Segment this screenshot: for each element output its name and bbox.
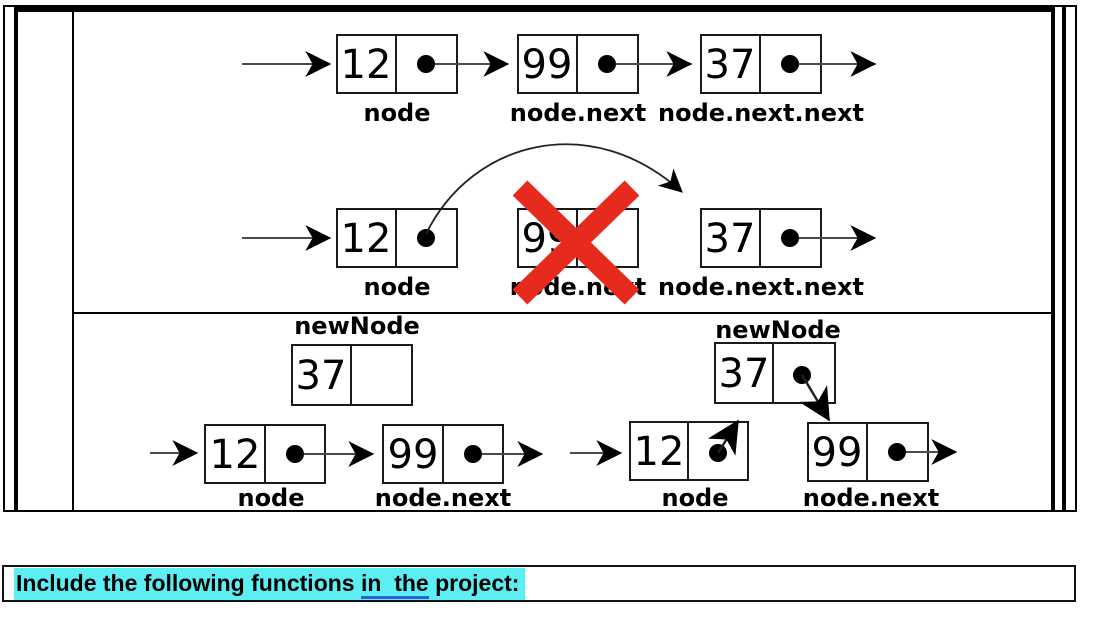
node-label: node <box>237 484 304 510</box>
diagram-delete-before: 12 99 37 node node.next node.next.next <box>242 34 877 127</box>
diagram-insert-before: newNode 37 12 99 node node.next <box>150 312 544 510</box>
node-value: 12 <box>210 432 261 478</box>
pointer-dot <box>286 445 304 463</box>
pointer-dot <box>417 55 435 73</box>
node-value: 12 <box>634 429 685 475</box>
left-margin-strip <box>3 5 16 512</box>
diagram-delete-after: 12 99 37 node node.next node.next.next <box>242 143 877 305</box>
caption-text-after: project: <box>428 569 520 596</box>
new-node-label: newNode <box>294 312 420 340</box>
new-node-value: 37 <box>296 353 347 399</box>
node-label: node.next <box>375 484 511 510</box>
bypass-curved-arrow <box>425 143 683 235</box>
node-label: node <box>363 99 430 127</box>
caption-underlined-words: in the <box>360 569 429 599</box>
pointer-dot <box>888 443 906 461</box>
new-node-label: newNode <box>715 316 841 344</box>
new-node-value: 37 <box>719 351 770 397</box>
caption-text-before: Include the following functions <box>16 569 361 596</box>
caption-box: Include the following functions in the p… <box>2 565 1076 602</box>
node-value: 37 <box>705 42 756 88</box>
red-cross-icon <box>512 180 640 305</box>
diagram-insert-after: newNode 37 12 99 node node.next <box>570 316 958 510</box>
node-label: node.next <box>510 99 646 127</box>
node-value: 99 <box>522 42 573 88</box>
node-to-newnode-arrow <box>707 419 740 456</box>
caption-highlighted-text: Include the following functions in the p… <box>14 567 526 600</box>
node-label: node <box>661 484 728 510</box>
node-label: node.next <box>803 484 939 510</box>
pointer-dot <box>417 229 435 247</box>
linked-list-figure: 12 99 37 node node.next node.next.next 1… <box>72 12 1052 510</box>
right-margin-strip-2 <box>1064 5 1077 512</box>
node-label: node.next.next <box>658 99 864 127</box>
node-label: node.next.next <box>658 273 864 301</box>
node-value: 12 <box>341 42 392 88</box>
node-value: 12 <box>341 216 392 262</box>
right-margin-strip-1 <box>1053 5 1064 512</box>
pointer-dot <box>464 445 482 463</box>
node-value: 37 <box>705 216 756 262</box>
new-node-next-arrow <box>799 374 831 422</box>
pointer-dot <box>598 55 616 73</box>
node-label: node <box>363 273 430 301</box>
pointer-dot <box>781 229 799 247</box>
node-value: 99 <box>388 432 439 478</box>
pointer-dot <box>781 55 799 73</box>
node-value: 99 <box>812 430 863 476</box>
